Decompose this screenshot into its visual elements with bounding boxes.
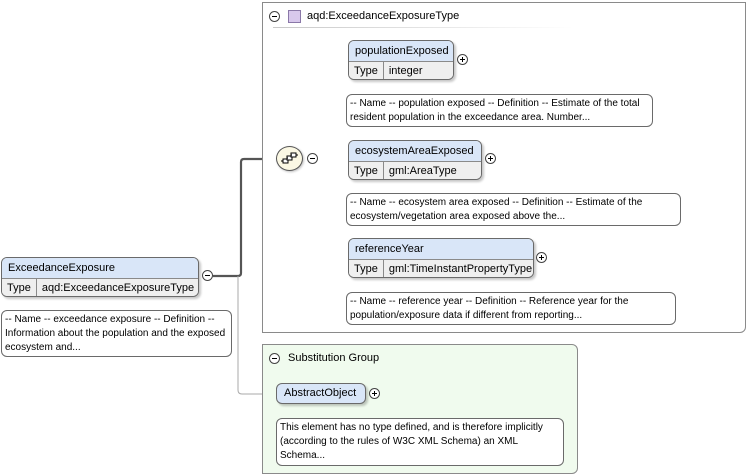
abstract-object-element[interactable]: AbstractObject — [276, 383, 366, 404]
element-ecosystem-area-exposed[interactable]: ecosystemAreaExposed Type gml:AreaType — [348, 140, 482, 180]
complex-type-title: aqd:ExceedanceExposureType — [307, 10, 460, 22]
type-label: Type — [349, 260, 384, 277]
complex-type-header: aqd:ExceedanceExposureType — [269, 8, 459, 24]
collapse-icon[interactable] — [307, 153, 318, 164]
element-type-row: Type gml:AreaType — [349, 162, 481, 179]
element-type-row: Type aqd:ExceedanceExposureType — [2, 279, 198, 296]
element-annotation: -- Name -- population exposed -- Definit… — [346, 94, 653, 127]
type-value: aqd:ExceedanceExposureType — [41, 282, 195, 294]
sequence-compositor[interactable] — [276, 146, 303, 171]
type-value: gml:AreaType — [388, 165, 457, 177]
element-name: populationExposed — [349, 41, 453, 62]
root-element[interactable]: ExceedanceExposure Type aqd:ExceedanceEx… — [1, 257, 199, 297]
type-value: integer — [388, 65, 423, 77]
type-label: Type — [349, 62, 384, 79]
sequence-compositor-icon — [281, 152, 298, 164]
collapse-icon[interactable] — [202, 270, 213, 281]
complex-type-icon — [288, 9, 301, 23]
type-label: Type — [349, 162, 384, 179]
element-reference-year[interactable]: referenceYear Type gml:TimeInstantProper… — [348, 238, 534, 278]
header-divider — [273, 27, 573, 28]
root-annotation: -- Name -- exceedance exposure -- Defini… — [1, 310, 232, 357]
collapse-icon[interactable] — [269, 10, 280, 22]
expand-icon[interactable] — [485, 153, 496, 164]
element-population-exposed[interactable]: populationExposed Type integer — [348, 40, 454, 80]
element-name: ExceedanceExposure — [2, 258, 198, 279]
substitution-group-header: Substitution Group — [269, 350, 379, 366]
element-name: ecosystemAreaExposed — [349, 141, 481, 162]
expand-icon[interactable] — [536, 252, 547, 263]
collapse-icon[interactable] — [269, 352, 280, 364]
substitution-group-title: Substitution Group — [288, 352, 380, 364]
expand-icon[interactable] — [369, 388, 380, 399]
type-label: Type — [2, 279, 37, 296]
expand-icon[interactable] — [457, 54, 468, 65]
type-value: gml:TimeInstantPropertyType — [388, 263, 533, 275]
element-name: referenceYear — [349, 239, 533, 260]
complex-type-group: aqd:ExceedanceExposureType — [262, 2, 746, 333]
element-annotation: -- Name -- ecosystem area exposed -- Def… — [346, 193, 681, 226]
element-type-row: Type integer — [349, 62, 453, 79]
element-type-row: Type gml:TimeInstantPropertyType — [349, 260, 533, 277]
element-annotation: -- Name -- reference year -- Definition … — [346, 292, 676, 325]
abstract-object-annotation: This element has no type defined, and is… — [276, 418, 564, 466]
